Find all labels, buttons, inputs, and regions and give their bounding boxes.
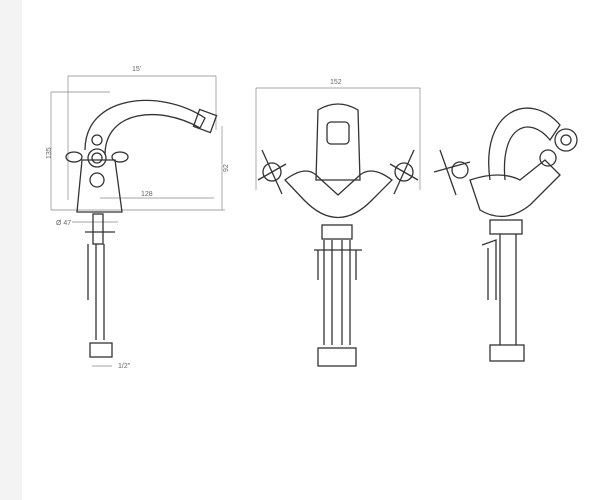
perspective-view (433, 107, 578, 362)
dim-height: 135 (46, 147, 53, 159)
dim-spout-reach: 128 (141, 191, 153, 198)
left-margin-strip (0, 0, 22, 500)
front-view: 152 (255, 79, 421, 367)
dim-overall-length: 15' (132, 66, 141, 73)
dim-base-diameter: Ø 47 (56, 220, 71, 227)
dim-thread: 1/2" (118, 363, 131, 370)
dim-handle-span: 152 (330, 79, 342, 86)
dim-spout-height: 92 (223, 164, 230, 172)
side-view: 15' 135 92 128 Ø 47 1/2" (46, 66, 230, 370)
